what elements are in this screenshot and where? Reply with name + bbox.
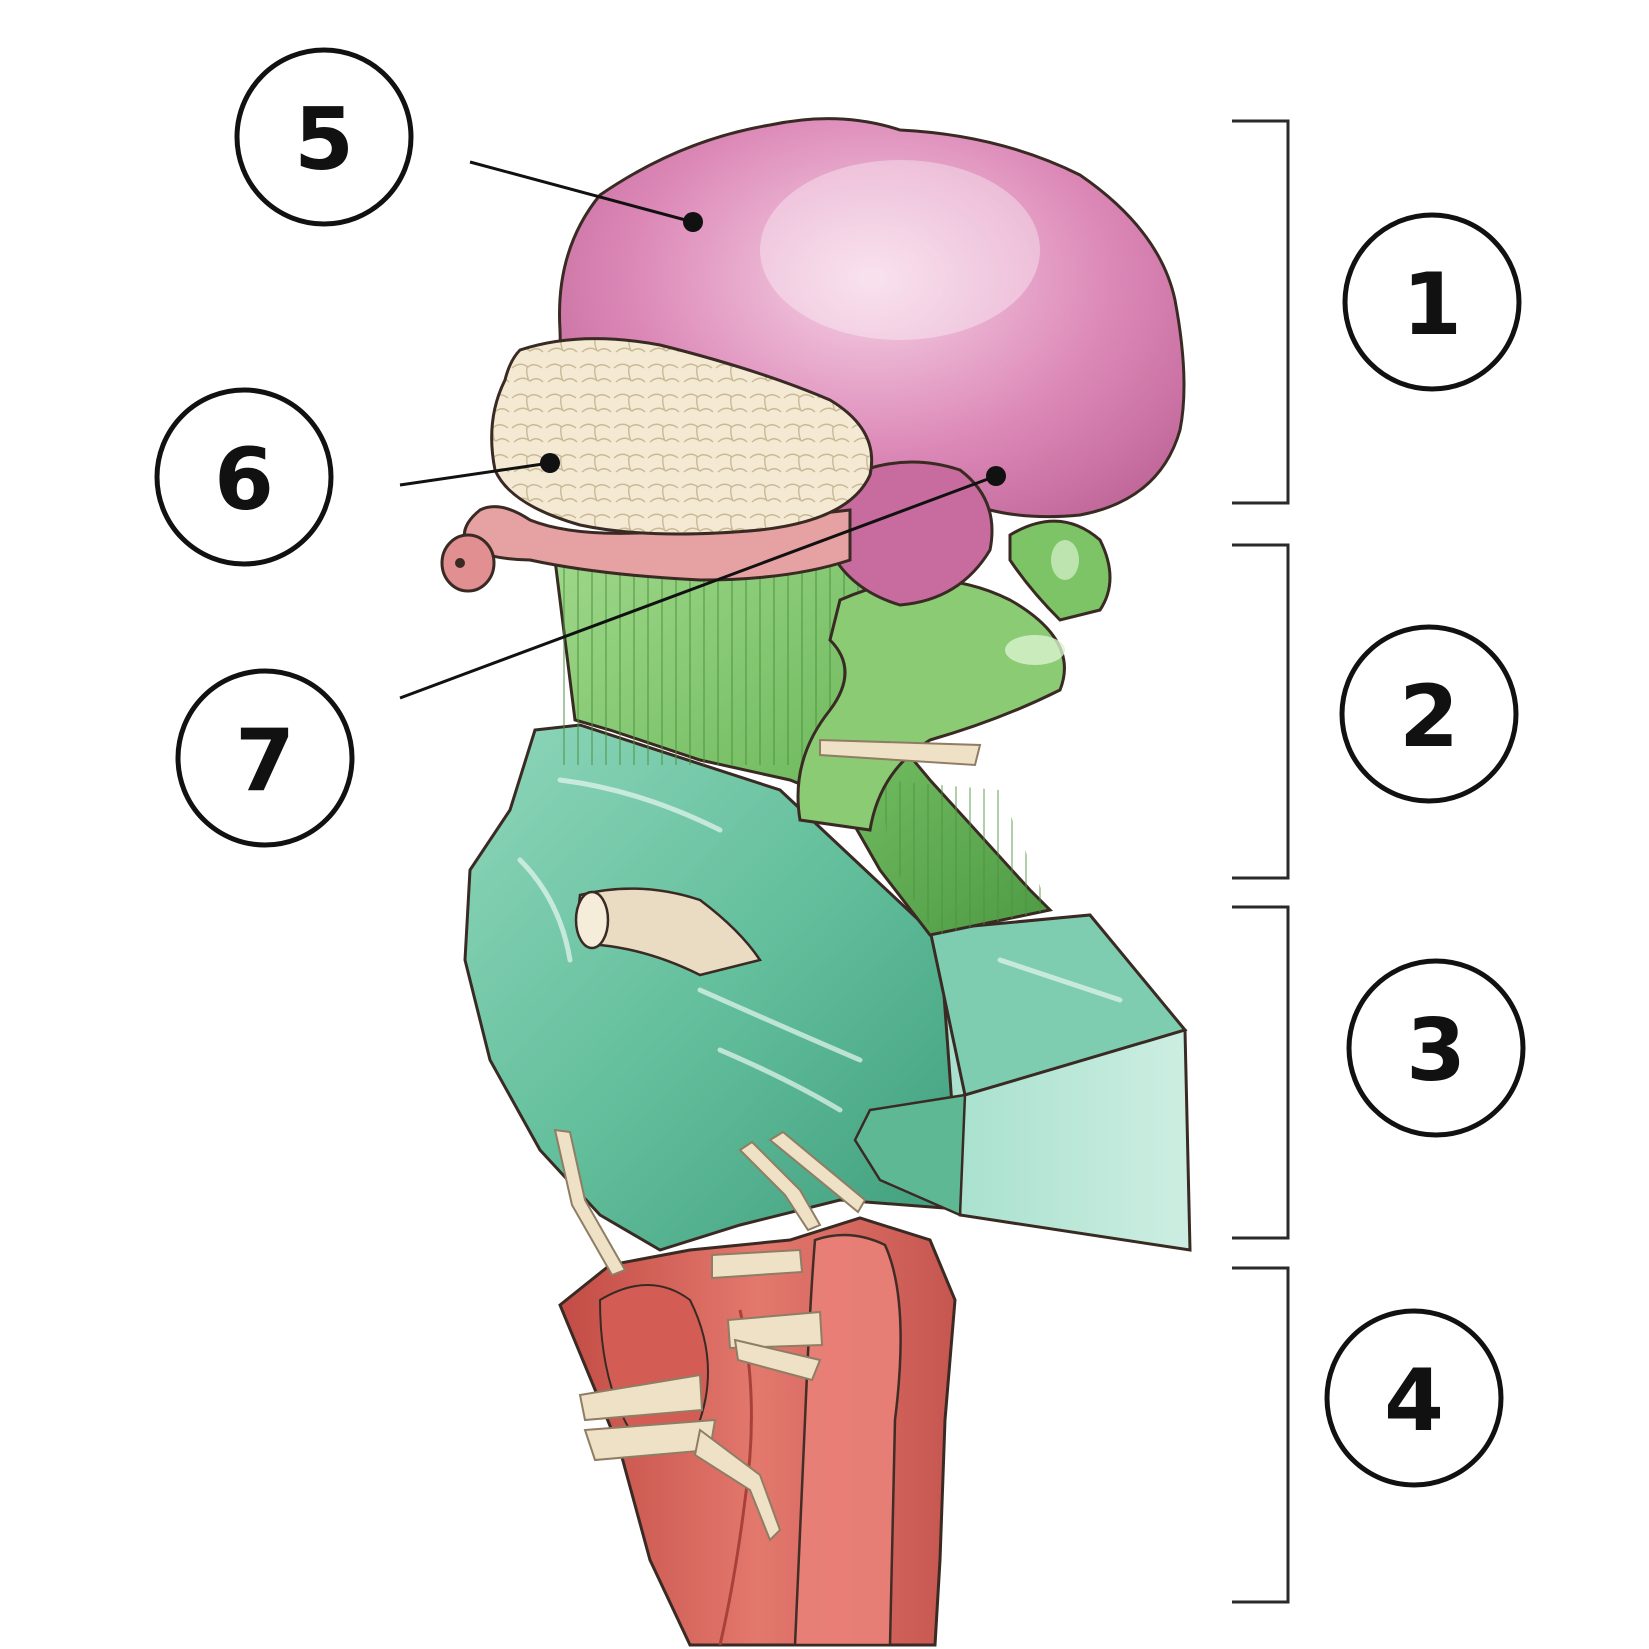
nerve-thin-2 — [738, 1140, 822, 1232]
green-region — [553, 519, 1112, 937]
bracket-label-3: 3 — [1406, 1001, 1466, 1101]
olfactory-bulb — [490, 337, 874, 536]
optic-tract — [796, 578, 1066, 832]
trochlear-stub-end — [574, 890, 610, 950]
pointer-dots — [540, 212, 1006, 486]
leader-line-7 — [399, 474, 997, 700]
green-right-striae — [880, 780, 1050, 935]
bracket-callout-3: 3 — [1346, 958, 1526, 1138]
hemisphere-lower-lobe — [828, 460, 994, 607]
medulla-groove — [718, 1309, 753, 1646]
bracket-label-4: 4 — [1384, 1351, 1444, 1451]
streak-4 — [717, 1047, 843, 1113]
teal-streaks — [517, 777, 1123, 1113]
nerve-fan-4 — [693, 1428, 782, 1542]
bracket-circle-1 — [1342, 212, 1522, 392]
nerve-root-1 — [711, 1248, 804, 1280]
peduncle-lumen — [455, 558, 465, 568]
bracket-callout-2: 2 — [1339, 624, 1519, 804]
nerve-thin-1 — [553, 1128, 627, 1277]
nerve-root-2 — [726, 1310, 824, 1350]
hindbrain — [558, 1216, 957, 1647]
medulla-column — [793, 1233, 902, 1647]
callout-circle-6 — [154, 387, 334, 567]
bracket-callout-1: 1 — [1342, 212, 1522, 392]
leader-dot-6 — [540, 453, 560, 473]
nerve-fan-2 — [578, 1373, 704, 1422]
callout-label-6: 6 — [214, 430, 274, 530]
callout-circle-7 — [175, 668, 355, 848]
nerve-fan-1 — [733, 1338, 822, 1382]
bracket-callout-4: 4 — [1324, 1308, 1504, 1488]
leader-dot-7 — [986, 466, 1006, 486]
hemisphere-sheen — [760, 160, 1040, 340]
green-highlight-2 — [1051, 540, 1079, 580]
streak-2 — [517, 857, 573, 963]
bracket-1 — [1232, 119, 1290, 505]
callout-label-5: 5 — [294, 90, 354, 190]
leader-line-6 — [399, 461, 551, 487]
streak-3 — [697, 987, 863, 1063]
bracket-circle-3 — [1346, 958, 1526, 1138]
peduncle-tip — [440, 533, 496, 593]
teal-main-body — [463, 723, 972, 1252]
bracket-4 — [1232, 1266, 1290, 1604]
pink-region — [440, 117, 1186, 607]
pointer-lines — [399, 160, 997, 700]
green-nerve — [819, 738, 982, 767]
teal-lower-wedge — [853, 1093, 967, 1217]
callout-7: 7 — [175, 668, 355, 848]
streak-5 — [997, 957, 1123, 1003]
callout-5: 5 — [234, 47, 414, 227]
bracket-circle-4 — [1324, 1308, 1504, 1488]
region-brackets — [1232, 119, 1290, 1604]
bracket-label-1: 1 — [1402, 255, 1462, 355]
leader-dot-5 — [683, 212, 703, 232]
streak-1 — [557, 777, 723, 833]
leader-line-5 — [469, 160, 694, 224]
callout-circle-5 — [234, 47, 414, 227]
callout-label-7: 7 — [235, 711, 295, 811]
bracket-2 — [1232, 543, 1290, 880]
bracket-3 — [1232, 905, 1290, 1240]
cranial-nerves-hindbrain — [578, 1248, 824, 1542]
nerve-thin-3 — [768, 1130, 867, 1214]
cranial-nerves-teal — [553, 1128, 867, 1277]
callout-6: 6 — [154, 387, 334, 567]
teal-upper-face — [928, 913, 1188, 1097]
green-highlight — [1005, 635, 1065, 665]
bracket-circle-2 — [1339, 624, 1519, 804]
bracket-label-2: 2 — [1399, 667, 1459, 767]
teal-region — [463, 723, 1192, 1277]
